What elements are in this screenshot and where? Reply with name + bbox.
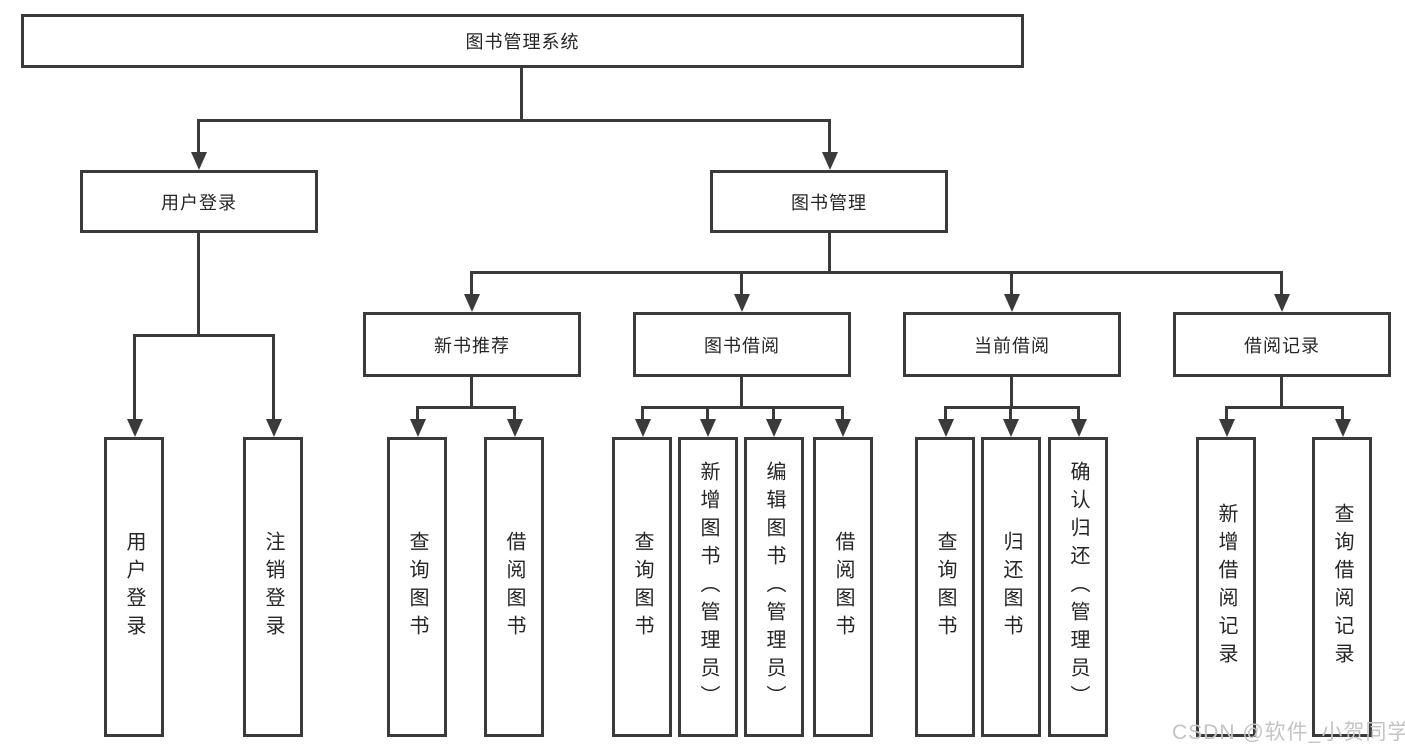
connector-line (641, 406, 644, 423)
connector-line (944, 406, 1080, 409)
connector-line (133, 334, 275, 337)
arrowhead-down-icon (700, 419, 716, 437)
arrowhead-down-icon (1071, 419, 1087, 437)
leaf-confirm-return-admin: 确认归还（管理员） (1048, 437, 1108, 737)
arrowhead-down-icon (1219, 419, 1235, 437)
leaf-borrow-books-recommend: 借阅图书 (484, 437, 544, 737)
arrowhead-down-icon (1274, 294, 1290, 312)
leaf-query-books-recommend: 查询图书 (387, 437, 447, 737)
connector-line (828, 119, 831, 157)
leaf-user-login: 用户登录 (104, 437, 164, 737)
arrowhead-down-icon (635, 419, 651, 437)
leaf-add-borrow-record: 新增借阅记录 (1196, 437, 1256, 737)
connector-line (1077, 406, 1080, 423)
connector-line (944, 406, 947, 423)
csdn-watermark: CSDN @软件_小贺同学 (1172, 721, 1405, 744)
connector-line (1009, 406, 1012, 423)
connector-line (470, 377, 473, 409)
arrowhead-down-icon (410, 419, 426, 437)
arrowhead-down-icon (822, 152, 838, 170)
node-root-library-system: 图书管理系统 (21, 14, 1024, 68)
connector-line (272, 334, 275, 423)
connector-line (1341, 406, 1344, 423)
leaf-borrow-books: 借阅图书 (813, 437, 873, 737)
connector-line (740, 377, 743, 409)
leaf-query-books-borrow: 查询图书 (612, 437, 672, 737)
connector-line (1010, 377, 1013, 409)
connector-line (641, 406, 844, 409)
arrowhead-down-icon (938, 419, 954, 437)
arrowhead-down-icon (766, 419, 782, 437)
connector-line (513, 406, 516, 423)
connector-line (470, 271, 473, 298)
node-borrow-records: 借阅记录 (1173, 312, 1391, 377)
arrowhead-down-icon (464, 294, 480, 312)
connector-line (470, 271, 1283, 274)
arrowhead-down-icon (266, 419, 282, 437)
connector-line (1225, 406, 1228, 423)
leaf-edit-books-admin: 编辑图书（管理员） (744, 437, 804, 737)
node-current-borrowing: 当前借阅 (903, 312, 1121, 377)
arrowhead-down-icon (127, 419, 143, 437)
node-book-borrowing: 图书借阅 (633, 312, 851, 377)
connector-line (197, 119, 200, 157)
leaf-logout: 注销登录 (243, 437, 303, 737)
leaf-query-books-current: 查询图书 (915, 437, 975, 737)
node-user-login: 用户登录 (80, 170, 318, 233)
connector-line (740, 271, 743, 298)
connector-line (197, 119, 831, 122)
arrowhead-down-icon (1003, 419, 1019, 437)
connector-line (1010, 271, 1013, 298)
connector-line (1225, 406, 1344, 409)
connector-line (828, 233, 831, 274)
arrowhead-down-icon (1335, 419, 1351, 437)
connector-line (1280, 377, 1283, 409)
connector-line (520, 68, 523, 122)
node-new-book-recommend: 新书推荐 (363, 312, 581, 377)
connector-line (841, 406, 844, 423)
arrowhead-down-icon (734, 294, 750, 312)
connector-line (416, 406, 516, 409)
connector-line (772, 406, 775, 423)
leaf-query-borrow-record: 查询借阅记录 (1312, 437, 1372, 737)
arrowhead-down-icon (191, 152, 207, 170)
arrowhead-down-icon (507, 419, 523, 437)
node-book-management: 图书管理 (710, 170, 948, 233)
connector-line (197, 233, 200, 337)
connector-line (1280, 271, 1283, 298)
leaf-add-books-admin: 新增图书（管理员） (678, 437, 738, 737)
connector-line (706, 406, 709, 423)
leaf-return-books: 归还图书 (981, 437, 1041, 737)
arrowhead-down-icon (1004, 294, 1020, 312)
connector-line (133, 334, 136, 423)
arrowhead-down-icon (835, 419, 851, 437)
connector-line (416, 406, 419, 423)
